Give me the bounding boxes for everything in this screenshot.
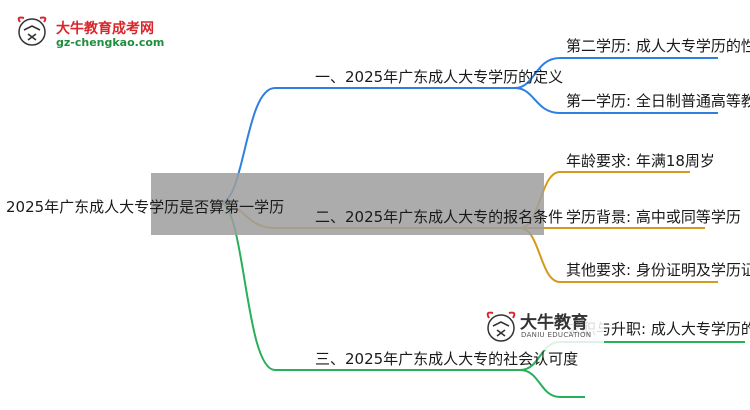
watermark-subtitle: DANIU EDUCATION [521,331,592,339]
connector-branch-3-leaf-2 [519,369,585,398]
logo-title: 大牛教育成考网 [56,21,154,37]
logo-url: gz-chengkao.com [56,36,165,49]
leaf-node-2-3: 其他要求: 身份证明及学历证书 [566,261,750,279]
watermark-title: 大牛教育 [520,313,588,333]
bull-watermark-icon [486,311,516,342]
branch-node-3: 三、2025年广东成人大专的社会认可度 [315,350,579,368]
site-logo: 大牛教育成考网 gz-chengkao.com [14,14,174,54]
connector-branch-1-leaf-2 [514,87,718,114]
bull-logo-icon [17,16,47,46]
leaf-node-1-2: 第一学历: 全日制普通高等教育 [566,92,750,110]
watermark: 大牛教育 DANIU EDUCATION [484,306,604,350]
leaf-node-1-1: 第二学历: 成人大专学历的性质 [566,37,750,55]
leaf-node-2-2: 学历背景: 高中或同等学历 [566,208,741,226]
leaf-node-3-1: 求职与升职: 成人大专学历的应用 [566,320,750,338]
root-node: 2025年广东成人大专学历是否算第一学历 [6,198,285,216]
leaf-node-2-1: 年龄要求: 年满18周岁 [566,152,715,170]
branch-node-1: 一、2025年广东成人大专学历的定义 [315,68,564,86]
connector-branch-1-leaf-1 [514,57,718,89]
branch-node-2: 二、2025年广东成人大专的报名条件 [315,208,564,226]
highlight-overlay [151,173,544,235]
